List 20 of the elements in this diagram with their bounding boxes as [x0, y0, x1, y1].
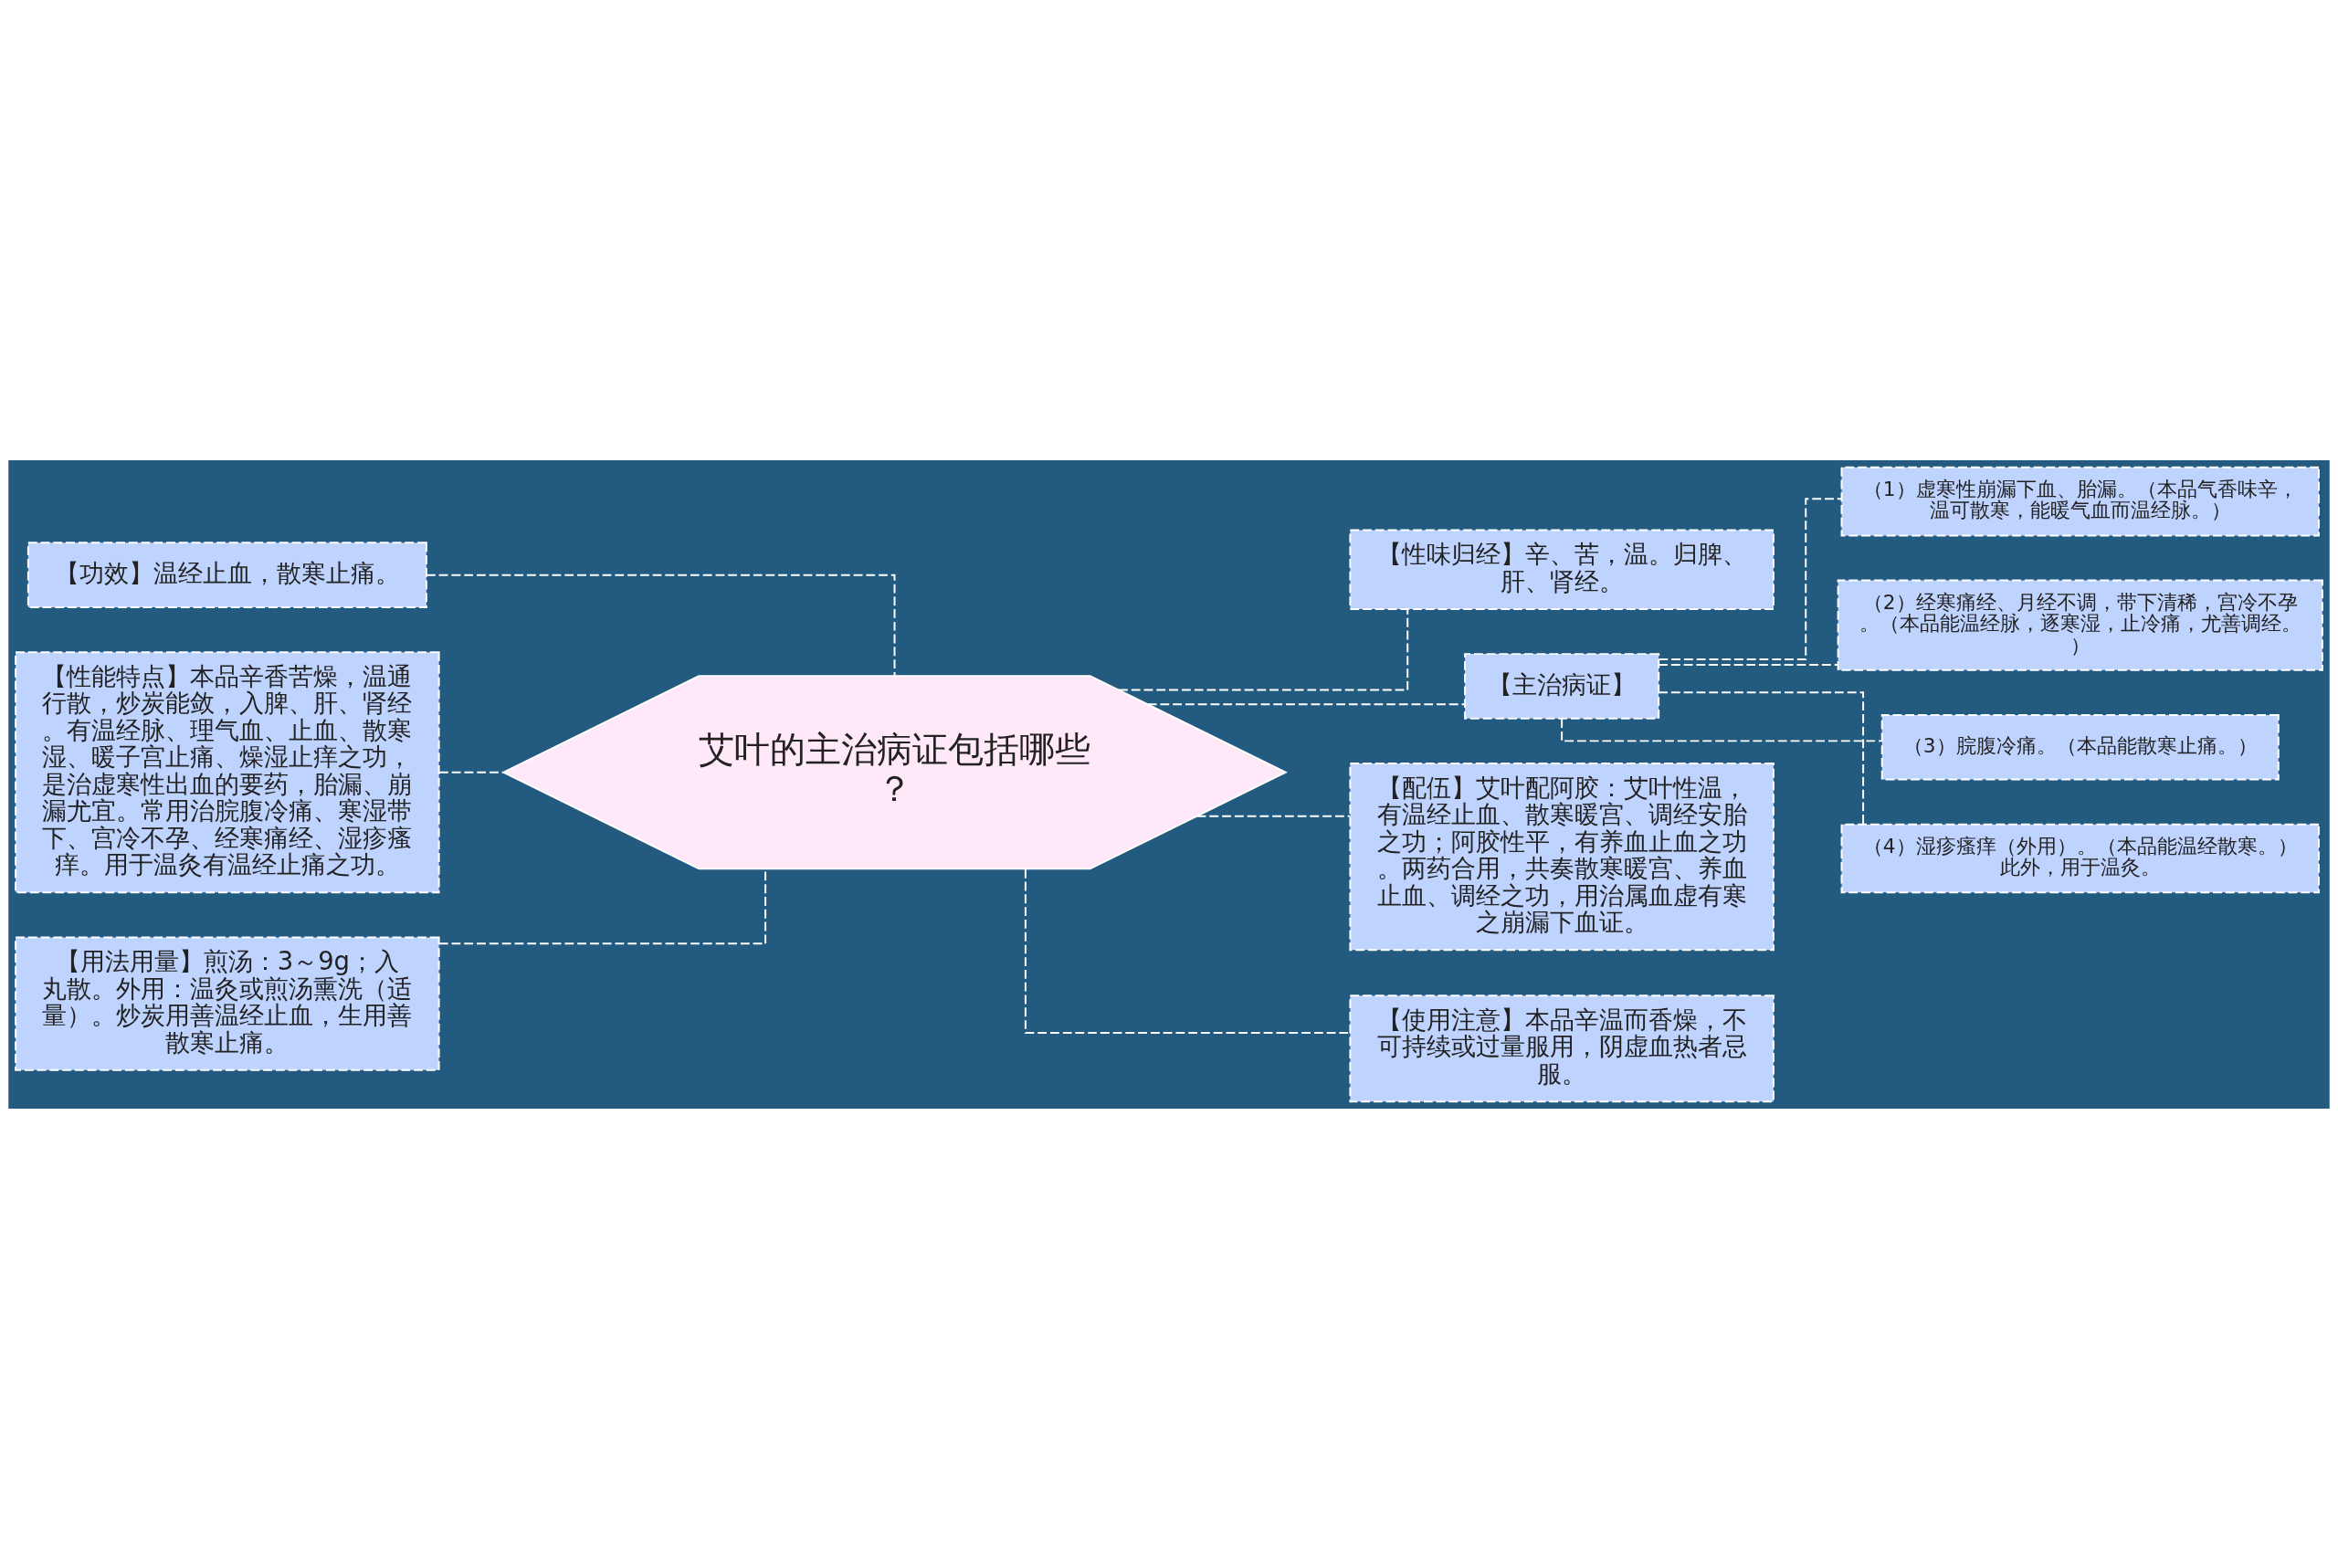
- node-box: 【性味归经】辛、苦，温。归脾、肝、肾经。: [1349, 529, 1775, 610]
- node-box: （4）湿疹瘙痒（外用）。（本品能温经散寒。）此外，用于温灸。: [1840, 823, 2320, 893]
- node-box: 【性能特点】本品辛香苦燥，温通行散，炒炭能敛，入脾、肝、肾经。有温经脉、理气血、止血、散寒湿、暖子宫止痛、燥湿止痒之功，是治虚寒性出血的要药，胎漏、崩漏尤宜。常用治脘腹冷痛、寒湿带下、宫冷不孕、经寒痛经、湿疹瘙痒。用于温灸有温经止痛之功。: [15, 650, 440, 893]
- connector: [1024, 868, 1351, 1034]
- connector: [1658, 497, 1842, 660]
- connector: [1195, 815, 1352, 817]
- node-box: 【功效】温经止血，散寒止痛。: [26, 541, 427, 608]
- connector: [1146, 702, 1466, 705]
- node-box: （3）脘腹冷痛。（本品能散寒止痛。）: [1880, 713, 2280, 781]
- node-box: 【使用注意】本品辛温而香燥，不可持续或过量服用，阴虚血热者忌服。: [1349, 994, 1775, 1102]
- node-box: 【配伍】艾叶配阿胶：艾叶性温，有温经止血、散寒暖宫、调经安胎之功；阿胶性平，有养血止血之功。两药合用，共奏散寒暖宫、养血止血、调经之功，用治属血虚有寒之崩漏下血证。: [1349, 762, 1775, 951]
- connector: [1658, 663, 1839, 666]
- connector: [426, 574, 896, 677]
- node-box: （1）虚寒性崩漏下血、胎漏。（本品气香味辛，温可散寒，能暖气血而温经脉。）: [1840, 466, 2320, 536]
- connector: [1658, 690, 1865, 825]
- node-box: （2）经寒痛经、月经不调，带下清稀，宫冷不孕。（本品能温经脉，逐寒湿，止冷痛，尤善调经。）: [1837, 579, 2323, 671]
- node-box: 【用法用量】煎汤：3～9g；入丸散。外用：温灸或煎汤熏洗（适量）。炒炭用善温经止血，生用善散寒止痛。: [15, 935, 440, 1071]
- node-box: 【主治病证】: [1464, 652, 1660, 720]
- connector: [438, 771, 504, 773]
- connector: [1118, 608, 1409, 690]
